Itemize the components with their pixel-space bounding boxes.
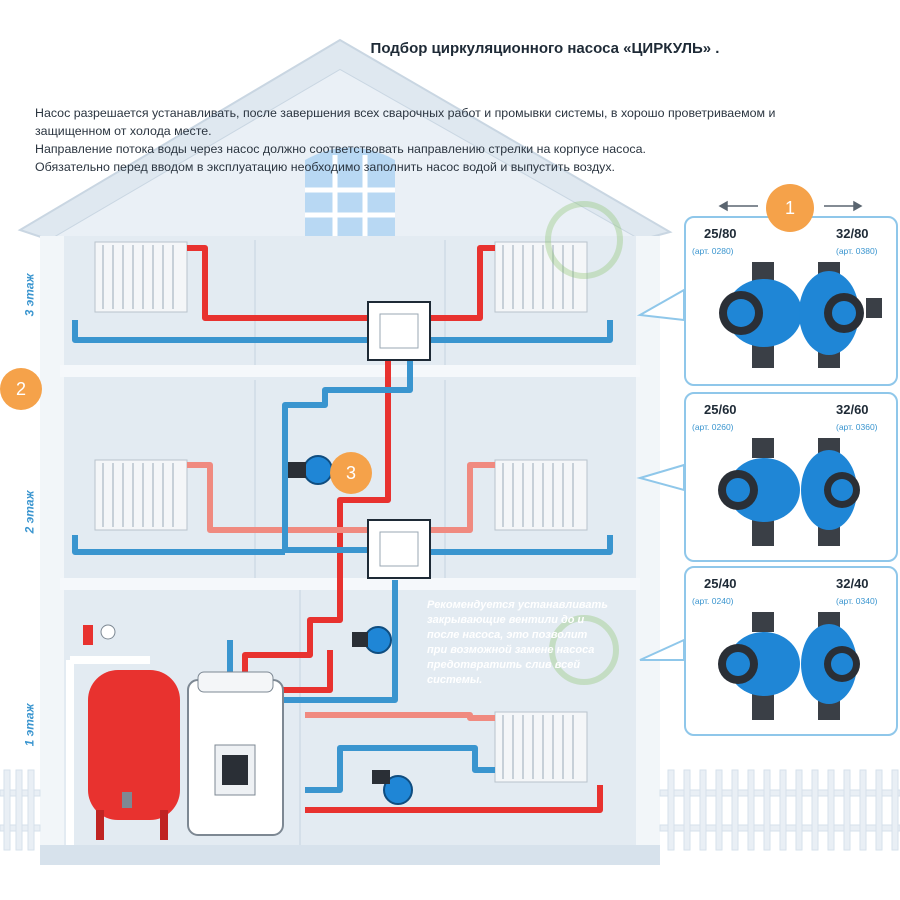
pump-model-32-80: 32/80 (836, 226, 869, 241)
note-line-2: закрывающие вентили до и (427, 614, 585, 626)
intro-line-3: Направление потока воды через насос долж… (35, 142, 646, 156)
pump-art-0340: (арт. 0340) (836, 596, 878, 606)
boiler (187, 671, 284, 836)
cold-pipes (72, 320, 613, 793)
intro-line-1: Насос разрешается устанавливать, после з… (35, 106, 776, 120)
return-pipes (187, 462, 495, 721)
hot-pipes (187, 245, 603, 813)
pump-pair-40-icon (718, 612, 860, 720)
distribution-box-3f (367, 301, 431, 361)
pump-art-0380: (арт. 0380) (836, 246, 878, 256)
intro-line-2: защищенном от холода месте. (35, 124, 212, 138)
valve-recommendation-note: Рекомендуется устанавливать закрывающие … (427, 598, 627, 688)
pump-1f-mid-in-scene (352, 626, 392, 654)
pump-art-0360: (арт. 0360) (836, 422, 878, 432)
pump-model-25-80: 25/80 (704, 226, 737, 241)
pump-2f-in-scene (288, 455, 333, 485)
badge-3: 3 (330, 452, 372, 494)
pump-card-40: 25/40 (арт. 0240) 32/40 (арт. 0340) (684, 566, 898, 736)
note-line-5: предотвратить слив всей (427, 659, 581, 671)
note-line-3: после насоса, это позволит (427, 629, 588, 641)
floor-label-1: 1 этаж (22, 703, 37, 747)
radiator-2f-left (94, 459, 188, 531)
pump-model-25-40: 25/40 (704, 576, 737, 591)
pump-model-25-60: 25/60 (704, 402, 737, 417)
pump-1f-bottom-in-scene (372, 770, 413, 805)
pump-card-80: 25/80 (арт. 0280) 32/80 (арт. 0380) (684, 216, 898, 386)
expansion-tank (66, 624, 180, 845)
note-line-1: Рекомендуется устанавливать (427, 599, 608, 611)
pump-art-0240: (арт. 0240) (692, 596, 734, 606)
distribution-box-2f (367, 519, 431, 579)
pump-model-32-40: 32/40 (836, 576, 869, 591)
radiator-3f-right (494, 241, 588, 313)
pump-card-60: 25/60 (арт. 0260) 32/60 (арт. 0360) (684, 392, 898, 562)
floor-label-2: 2 этаж (22, 490, 37, 534)
radiator-3f-left (94, 241, 188, 313)
watermark-logo (545, 201, 623, 685)
radiator-1f-right (494, 711, 588, 783)
note-line-4: при возможной замене насоса (427, 644, 595, 656)
badge-1: 1 (766, 184, 814, 232)
pump-art-0280: (арт. 0280) (692, 246, 734, 256)
intro-line-4: Обязательно перед вводом в эксплуатацию … (35, 160, 616, 174)
radiator-2f-right (494, 459, 588, 531)
pump-pair-60-icon (718, 438, 860, 546)
arrows-badge-1 (718, 200, 863, 212)
page-title: Подбор циркуляционного насоса «ЦИРКУЛЬ» … (370, 40, 720, 57)
pump-art-0260: (арт. 0260) (692, 422, 734, 432)
intro-text: Насос разрешается устанавливать, после з… (35, 104, 875, 176)
pump-pair-80-icon (719, 262, 882, 368)
note-line-6: системы. (427, 674, 483, 686)
callout-lines (636, 288, 685, 661)
floor-label-3: 3 этаж (22, 273, 37, 317)
pump-model-32-60: 32/60 (836, 402, 869, 417)
badge-2: 2 (0, 368, 42, 410)
fence (0, 769, 900, 851)
